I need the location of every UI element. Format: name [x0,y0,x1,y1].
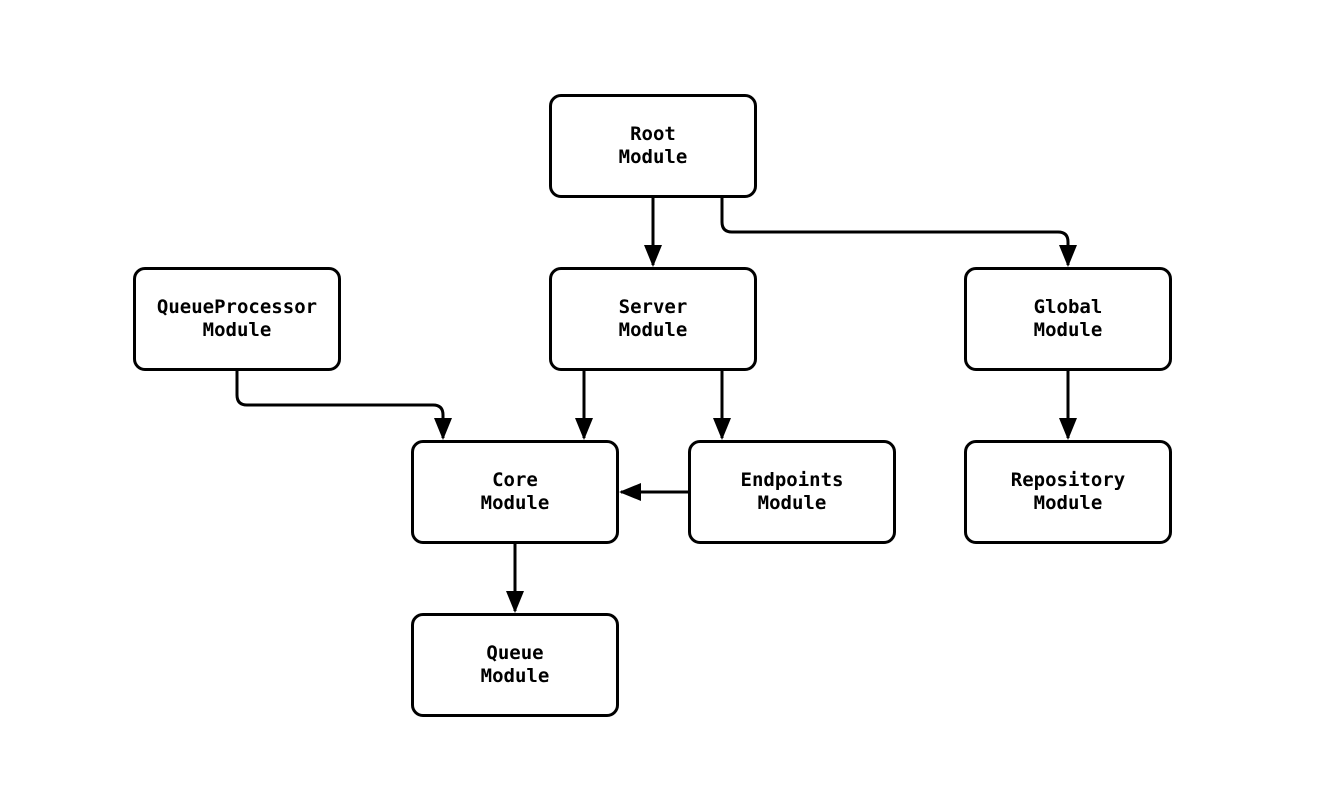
node-label-line: Module [202,319,272,341]
node-label-line: Server [618,296,688,318]
node-label-line: Core [492,469,538,491]
node-server-module: Server Module [549,267,757,371]
node-root-module: Root Module [549,94,757,198]
node-queueprocessor-module: QueueProcessor Module [133,267,341,371]
node-repository-module: Repository Module [964,440,1172,544]
node-label-line: Module [618,319,688,341]
node-endpoints-module: Endpoints Module [688,440,896,544]
node-label-line: Module [618,146,688,168]
node-label-line: Endpoints [740,469,844,491]
node-label-line: QueueProcessor [156,296,318,318]
node-label-line: Module [1033,319,1103,341]
node-core-module: Core Module [411,440,619,544]
node-label-line: Root [630,123,676,145]
node-global-module: Global Module [964,267,1172,371]
node-queue-module: Queue Module [411,613,619,717]
node-label-line: Module [1033,492,1103,514]
node-label-line: Queue [486,642,544,664]
node-label-line: Global [1033,296,1103,318]
edge-root-to-global [720,198,1077,267]
node-label-line: Module [480,492,550,514]
node-label-line: Module [757,492,827,514]
edge-queueprocessor-to-core [235,371,452,440]
node-label-line: Module [480,665,550,687]
node-label-line: Repository [1010,469,1126,491]
